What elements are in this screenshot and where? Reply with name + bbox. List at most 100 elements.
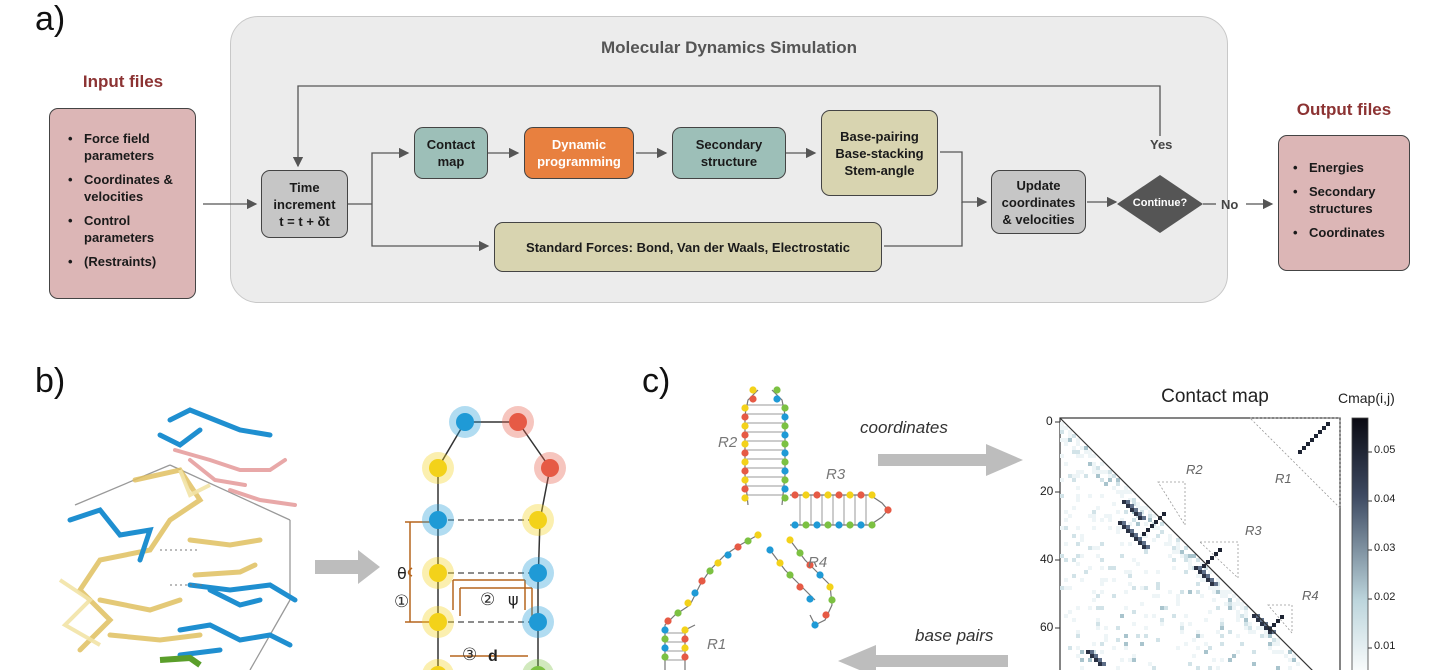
base-interactions-node: Base-pairing Base-stacking Stem-angle <box>821 110 938 196</box>
contact-cell <box>1100 494 1104 498</box>
contact-cell <box>1088 658 1092 662</box>
contact-cell <box>1132 558 1136 562</box>
contact-cell <box>1180 626 1184 630</box>
contact-cell <box>1210 556 1214 560</box>
base-pairs-arrow <box>838 645 1008 670</box>
marker-2: ② <box>480 590 496 610</box>
continue-label: Continue? <box>1132 197 1188 209</box>
contact-cell <box>1212 598 1216 602</box>
contact-cell <box>1120 490 1124 494</box>
contact-cell <box>1260 622 1264 626</box>
contact-cell <box>1076 654 1080 658</box>
rna-3d-structure <box>58 406 566 670</box>
contact-cell <box>1128 658 1132 662</box>
contact-cell <box>1132 586 1136 590</box>
contact-cell <box>1160 530 1164 534</box>
contact-cell <box>1090 654 1094 658</box>
contact-cell <box>1180 630 1184 634</box>
contact-cell <box>1188 562 1192 566</box>
contact-cell <box>1098 658 1102 662</box>
secondary-structure-node: Secondary structure <box>672 127 786 179</box>
contact-cell <box>1060 586 1064 590</box>
contact-cell <box>1156 594 1160 598</box>
contact-cell <box>1236 650 1240 654</box>
contact-cell <box>1204 650 1208 654</box>
contact-cell <box>1228 590 1232 594</box>
contact-cell <box>1318 430 1322 434</box>
contact-map-plot <box>1055 417 1372 670</box>
nucleotide-bead <box>741 404 749 412</box>
contact-cell <box>1168 590 1172 594</box>
contact-cell <box>1130 504 1134 508</box>
contact-cell <box>1228 602 1232 606</box>
nucleotide-bead <box>781 404 789 412</box>
input-file-item: Force field parameters <box>64 130 195 164</box>
nucleotide-bead <box>813 521 821 529</box>
contact-cell <box>1076 442 1080 446</box>
contact-cell <box>1264 626 1268 630</box>
contact-cell <box>1272 642 1276 646</box>
contact-cell <box>1228 598 1232 602</box>
update-line: Update <box>1016 177 1061 193</box>
contact-cell <box>1068 610 1072 614</box>
contact-cell <box>1076 494 1080 498</box>
contact-cell <box>1072 450 1076 454</box>
nucleotide-bead <box>791 521 799 529</box>
contact-cell <box>1128 570 1132 574</box>
contact-cell <box>1092 526 1096 530</box>
contact-cell <box>1076 526 1080 530</box>
contact-cell <box>1092 470 1096 474</box>
contact-cell <box>1100 470 1104 474</box>
contact-cell <box>1208 646 1212 650</box>
contact-cell <box>1232 654 1236 658</box>
contact-cell <box>1216 606 1220 610</box>
contact-cell <box>1268 642 1272 646</box>
contact-cell <box>1112 502 1116 506</box>
nucleotide-bead <box>813 491 821 499</box>
contact-cell <box>1064 526 1068 530</box>
contact-cell <box>1152 666 1156 670</box>
contact-cell <box>1160 522 1164 526</box>
contact-cell <box>1124 634 1128 638</box>
no-label: No <box>1221 197 1239 212</box>
contact-cell <box>1216 586 1220 590</box>
contact-cell <box>1240 614 1244 618</box>
contact-cell <box>1172 614 1176 618</box>
contact-cell <box>1152 594 1156 598</box>
contact-cell <box>1188 622 1192 626</box>
cmap-axis-tick: 40 <box>1040 552 1054 566</box>
contact-cell <box>1096 594 1100 598</box>
contact-cell <box>1220 622 1224 626</box>
contact-cell <box>1100 590 1104 594</box>
contact-cell <box>1112 646 1116 650</box>
contact-cell <box>1196 582 1200 586</box>
region-label-r3: R3 <box>826 466 846 483</box>
contact-cell <box>1144 634 1148 638</box>
panel-label-c: c) <box>642 362 671 400</box>
contact-cell <box>1068 474 1072 478</box>
contact-cell <box>1216 666 1220 670</box>
nucleotide-bead <box>857 521 865 529</box>
contact-cell <box>1140 602 1144 606</box>
contact-cell <box>1264 630 1268 634</box>
contact-cell <box>1132 622 1136 626</box>
nucleotide-bead <box>786 571 794 579</box>
contact-cell <box>1130 533 1134 537</box>
contact-cell <box>1148 662 1152 666</box>
colorbar-tick: 0.04 <box>1374 493 1396 505</box>
contact-cell <box>1104 514 1108 518</box>
contact-cell <box>1184 570 1188 574</box>
contact-cell <box>1076 470 1080 474</box>
contact-cell <box>1064 462 1068 466</box>
contact-cell <box>1144 550 1148 554</box>
contact-cell <box>1120 542 1124 546</box>
contact-cell <box>1120 614 1124 618</box>
contact-cell <box>1236 614 1240 618</box>
contact-cell <box>1064 542 1068 546</box>
contact-cell <box>1252 614 1256 618</box>
contact-cell <box>1104 470 1108 474</box>
contact-cell <box>1272 623 1276 627</box>
nucleotide-bead <box>781 422 789 430</box>
contact-cell <box>1134 512 1138 516</box>
contact-cell <box>1136 502 1140 506</box>
